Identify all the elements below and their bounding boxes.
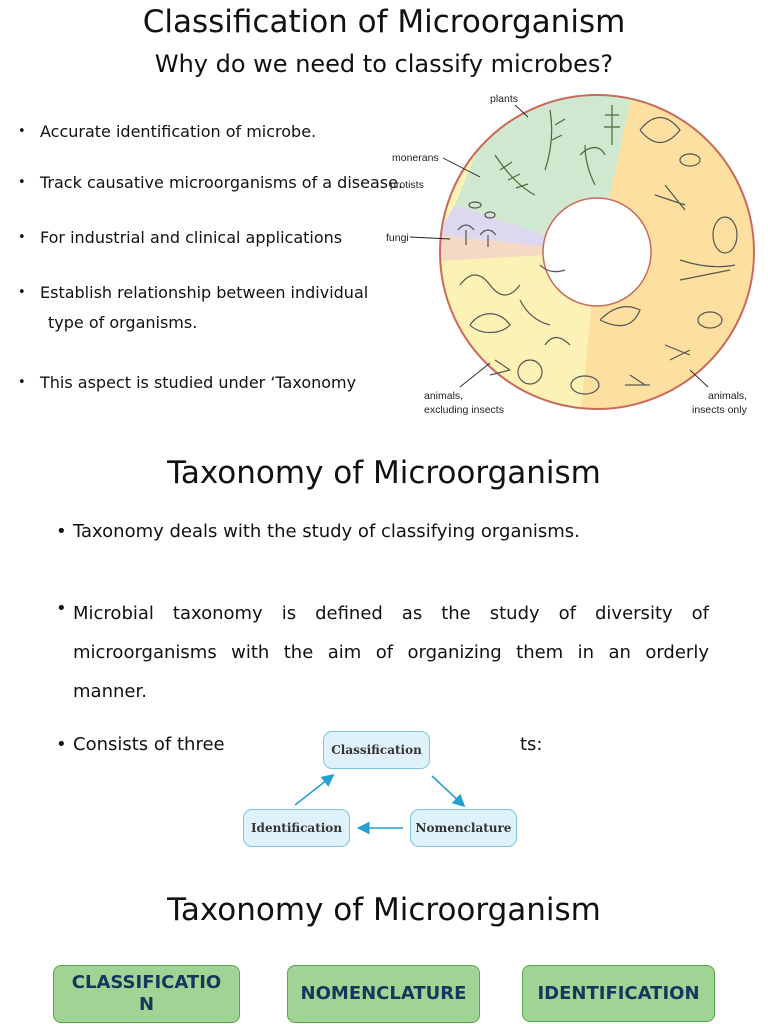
arrow-classification-to-nomenclature <box>431 775 466 808</box>
bullet-dot: • <box>18 124 26 139</box>
label-animals-excl-2: excluding insects <box>424 404 504 416</box>
label-leader-lines <box>409 104 709 388</box>
bullet-dot: • <box>56 598 67 619</box>
bullet-dot: • <box>18 175 26 190</box>
label-protists: protists <box>390 179 424 191</box>
bullet-text: Taxonomy deals with the study of classif… <box>73 521 580 542</box>
diagram-identification-box: Identification <box>243 809 350 847</box>
label-animals-excl-1: animals, <box>424 390 463 402</box>
arrow-identification-to-classification <box>294 774 335 806</box>
bullet-dot: • <box>18 375 26 390</box>
bullet-text: Track causative microorganisms of a dise… <box>40 173 404 192</box>
bullet-dot: • <box>18 285 26 300</box>
classification-box: CLASSIFICATIO N <box>53 965 240 1023</box>
bullet-dot: • <box>18 230 26 245</box>
bullet-text-start: Consists of three <box>73 734 225 755</box>
nomenclature-box: NOMENCLATURE <box>287 965 480 1023</box>
bullet-paragraph: Microbial taxonomy is defined as the stu… <box>73 603 709 702</box>
organism-sketches <box>457 105 738 395</box>
slide3-title: Taxonomy of Microorganism <box>167 892 601 928</box>
bullet-text-end: ts: <box>520 734 543 755</box>
label-monerans: monerans <box>392 152 439 164</box>
slide1-subtitle: Why do we need to classify microbes? <box>154 50 614 78</box>
diagram-arrows <box>294 774 466 835</box>
bullet-text: Accurate identification of microbe. <box>40 122 317 141</box>
bullet-dot: • <box>56 521 67 542</box>
bullet-text: Establish relationship between individua… <box>40 283 369 302</box>
identification-box: IDENTIFICATION <box>522 965 715 1022</box>
bullet-continuation: type of organisms. <box>48 313 198 332</box>
slide1-title: Classification of Microorganism <box>142 4 626 40</box>
label-plants: plants <box>490 93 518 105</box>
label-insects-2: insects only <box>692 404 748 416</box>
slide2-title: Taxonomy of Microorganism <box>167 455 601 491</box>
fungi-sector <box>439 235 597 261</box>
bullet-text: For industrial and clinical applications <box>40 228 343 247</box>
diagram-classification-box: Classification <box>323 731 430 769</box>
wheel-inner-hole <box>542 197 652 307</box>
bullet-text: This aspect is studied under ‘Taxonomy <box>40 373 357 392</box>
diagram-nomenclature-box: Nomenclature <box>410 809 517 847</box>
label-fungi: fungi <box>386 232 409 244</box>
bullet-dot: • <box>56 734 67 755</box>
wheel-outer-rim <box>439 94 755 410</box>
label-insects-1: animals, <box>708 390 747 402</box>
organism-wheel-figure: plants monerans protists fungi animals, … <box>386 93 755 416</box>
insects-sector <box>580 95 754 409</box>
